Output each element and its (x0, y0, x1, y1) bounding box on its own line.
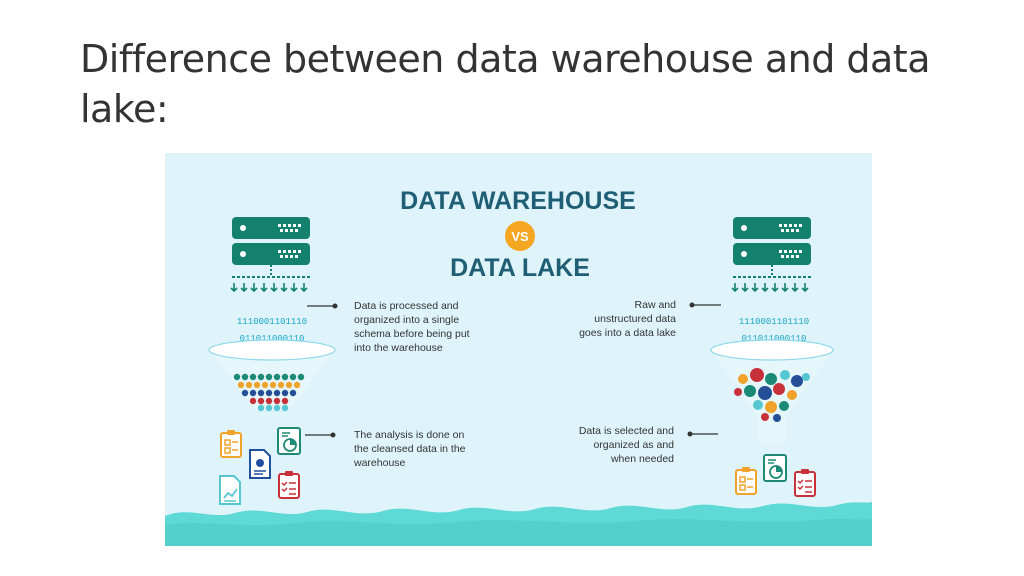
note-raw-line: unstructured data (594, 313, 676, 325)
binary-line: 011011000110 (240, 334, 305, 344)
note-analysis-line: warehouse (353, 457, 406, 469)
slide-title-line-2: lake: (80, 87, 169, 131)
heading-data-lake: DATA LAKE (450, 254, 590, 282)
note-selected-line: organized as and (593, 439, 674, 451)
lake-funnel (710, 339, 834, 443)
slide-title-line-1: Difference between data warehouse and da… (80, 37, 931, 81)
heading-data-warehouse: DATA WAREHOUSE (400, 187, 636, 215)
connector-dot (330, 432, 336, 438)
clipboard-icon (220, 429, 242, 458)
trend-icon (219, 475, 241, 505)
report-icon (249, 449, 271, 479)
note-selected-line: Data is selected and (579, 425, 674, 437)
connector-dot (332, 303, 338, 309)
binary-line: 1110001101110 (739, 317, 809, 327)
water-wave-highlight (165, 518, 872, 546)
binary-line: 011011000110 (742, 334, 807, 344)
note-processed-line: Data is processed and (354, 300, 459, 312)
note-selected-line: when needed (610, 453, 674, 465)
note-analysis-line: the cleansed data in the (354, 443, 466, 455)
note-processed-line: schema before being put (354, 328, 470, 340)
checklist-icon (278, 470, 300, 499)
note-processed-line: organized into a single (354, 314, 459, 326)
note-analysis-line: The analysis is done on (354, 429, 464, 441)
pie-chart-icon (763, 454, 787, 482)
binary-line: 1110001101110 (237, 317, 307, 327)
vs-label: VS (511, 229, 529, 244)
note-raw-line: goes into a data lake (579, 327, 676, 339)
warehouse-funnel (208, 339, 336, 412)
vs-badge (505, 221, 535, 251)
slide-title: Difference between data warehouse and da… (80, 34, 980, 134)
infographic: DATA WAREHOUSE VS DATA LAKE 111000110111… (165, 153, 872, 546)
note-raw-line: Raw and (635, 299, 677, 311)
checklist-icon (794, 468, 816, 497)
note-processed-line: into the warehouse (354, 342, 443, 354)
pie-chart-icon (277, 427, 301, 455)
clipboard-icon (735, 466, 757, 495)
